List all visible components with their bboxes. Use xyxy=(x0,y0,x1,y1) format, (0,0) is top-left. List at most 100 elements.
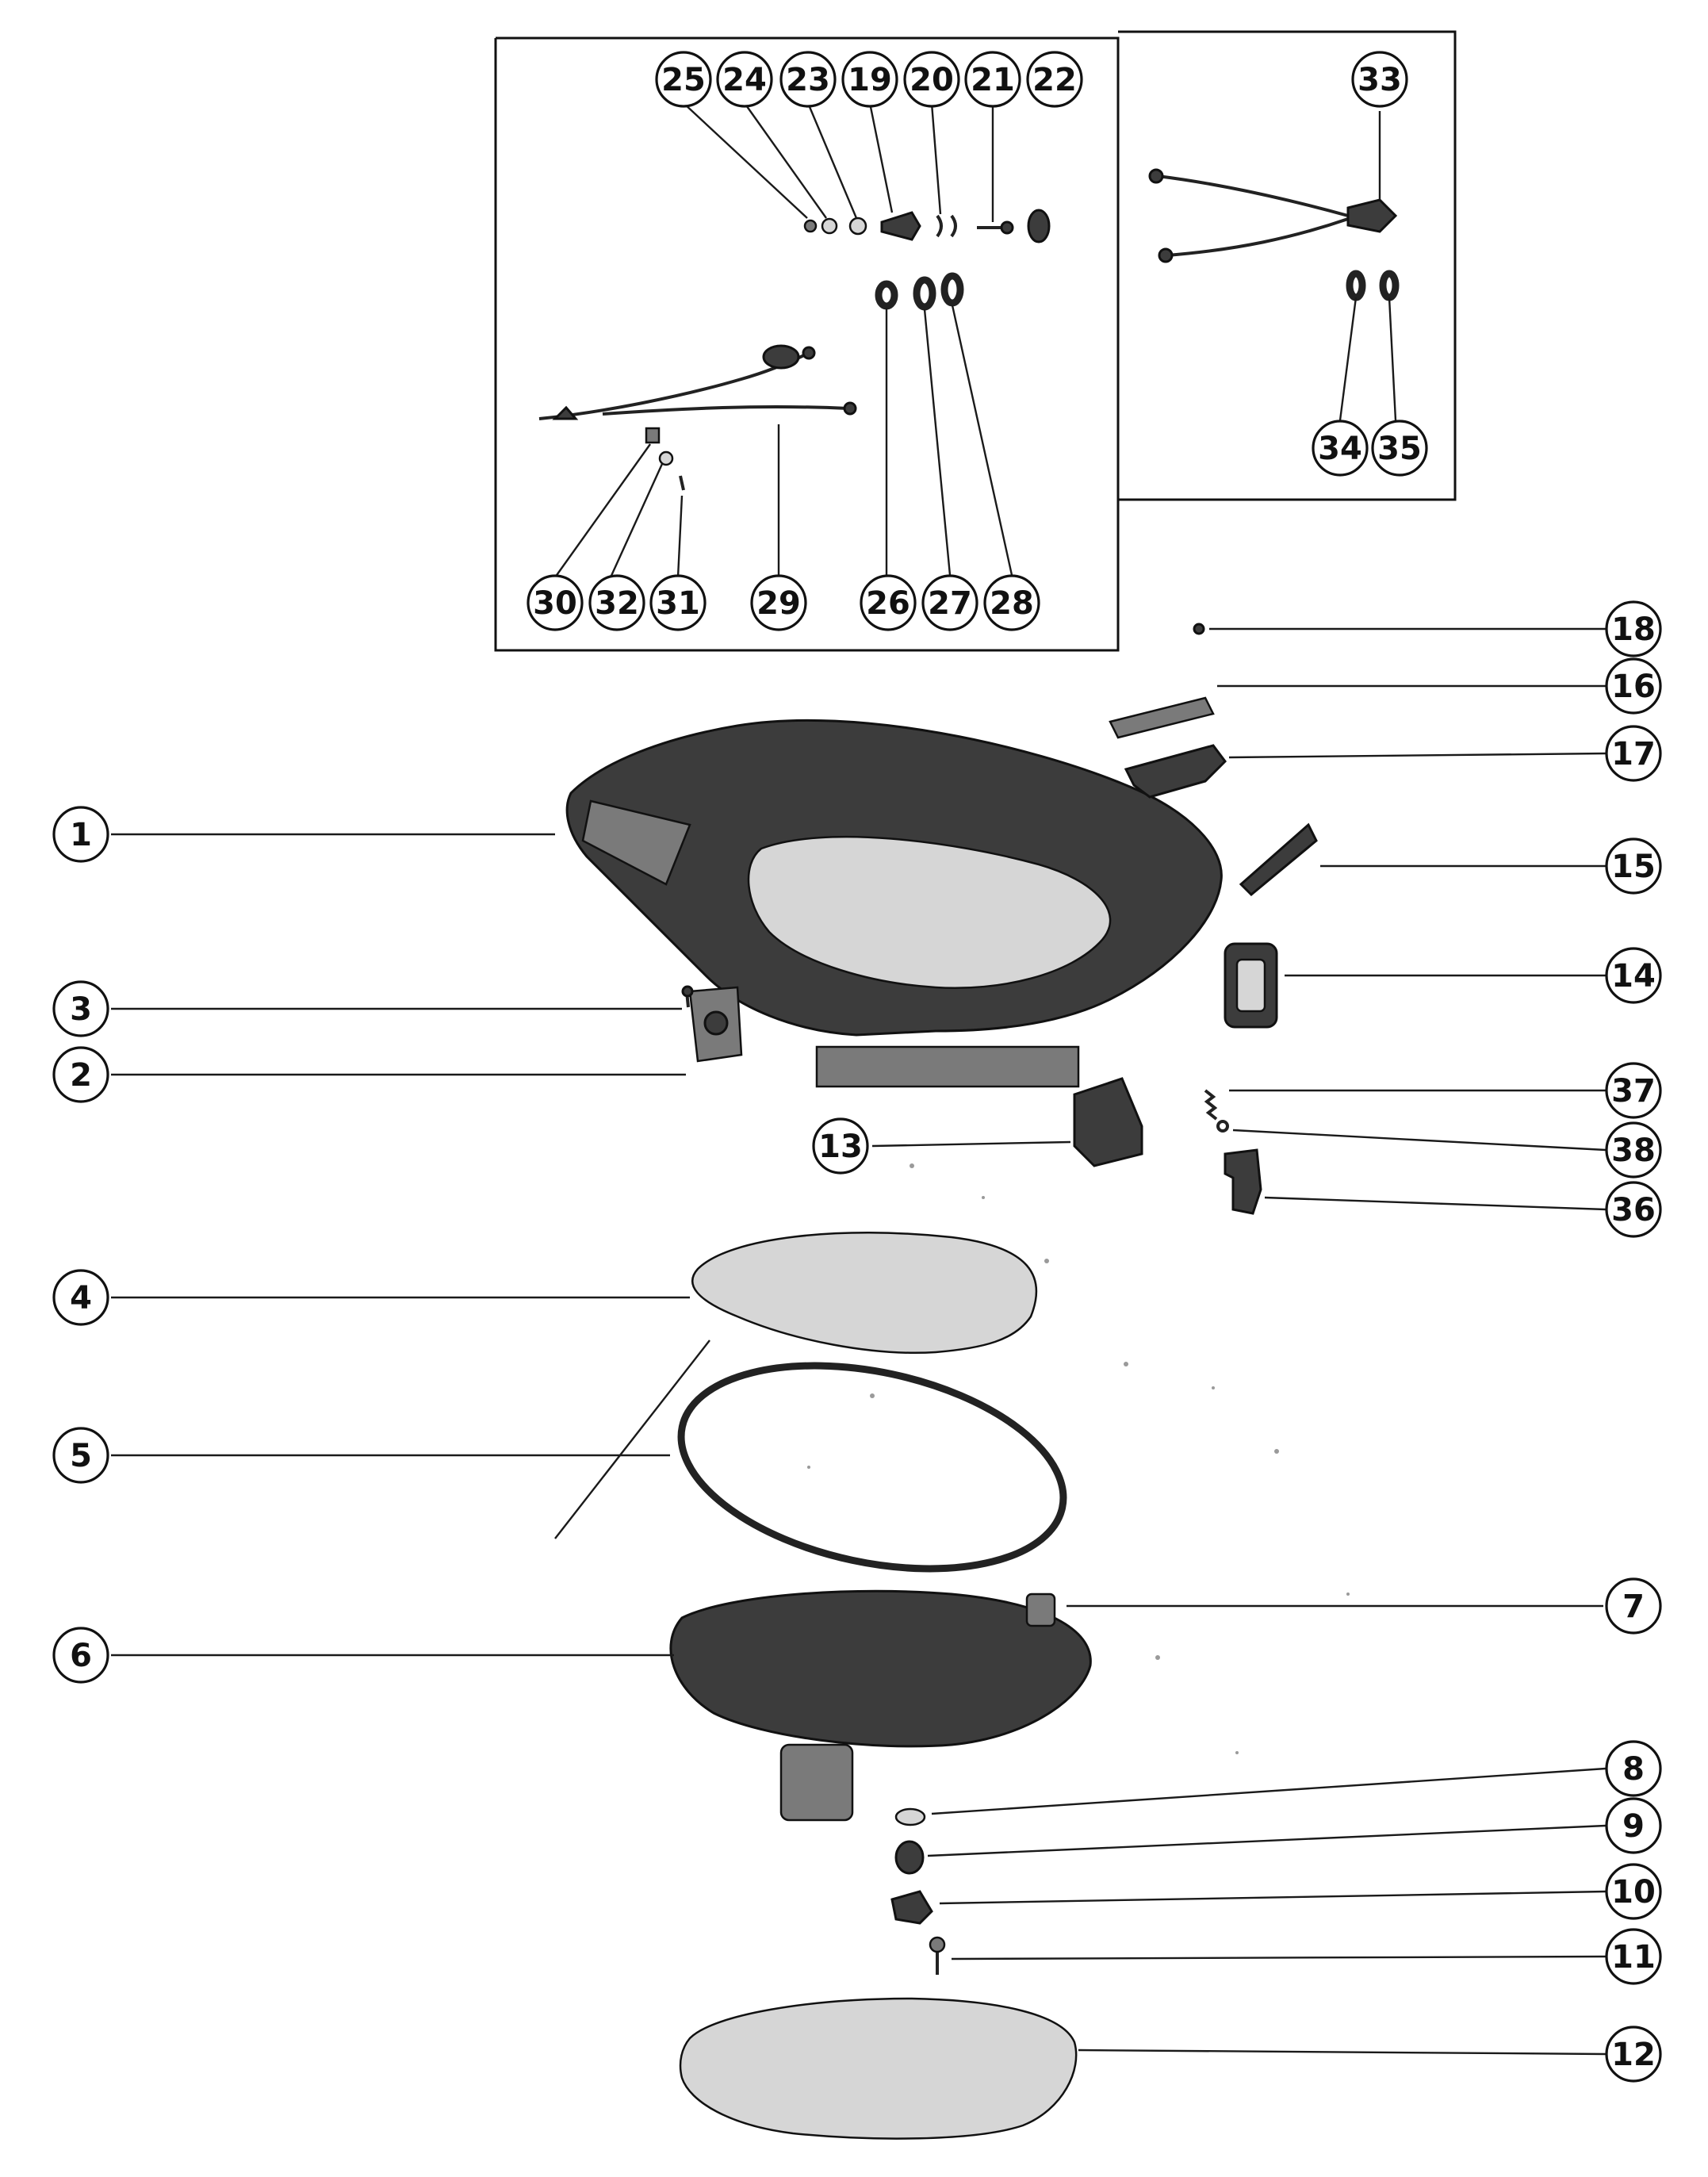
callout-10: 10 xyxy=(1605,1863,1662,1920)
callout-27-label: 27 xyxy=(928,585,972,622)
part-3-head xyxy=(681,985,694,998)
part-17 xyxy=(1124,744,1227,799)
part-21-head xyxy=(1000,220,1014,235)
part-29-clip xyxy=(552,405,579,420)
callout-19-label: 19 xyxy=(848,62,892,98)
part-16 xyxy=(1109,696,1215,739)
part-8 xyxy=(894,1807,926,1826)
callout-12-label: 12 xyxy=(1611,2037,1656,2073)
callout-31-label: 31 xyxy=(656,585,700,622)
callout-33-label: 33 xyxy=(1358,62,1402,98)
callout-26-label: 26 xyxy=(866,585,910,622)
callout-5-label: 5 xyxy=(70,1438,92,1474)
callout-15: 15 xyxy=(1605,837,1662,895)
callout-4: 4 xyxy=(52,1269,109,1326)
part-27 xyxy=(913,276,936,311)
callout-3-label: 3 xyxy=(70,991,92,1028)
callout-35-label: 35 xyxy=(1377,431,1422,467)
callout-31: 31 xyxy=(649,574,707,631)
part-4 xyxy=(691,1232,1038,1355)
part-6-tube xyxy=(779,1743,854,1822)
inset-box xyxy=(494,30,1457,652)
callout-28-label: 28 xyxy=(990,585,1034,622)
callout-25: 25 xyxy=(655,51,712,108)
part-12 xyxy=(679,1997,1078,2140)
part-29-terminal xyxy=(843,401,857,416)
callout-13: 13 xyxy=(812,1117,869,1175)
part-29-connector xyxy=(762,344,800,370)
callout-25-label: 25 xyxy=(661,62,706,98)
part-7 xyxy=(1025,1593,1056,1627)
callout-21-label: 21 xyxy=(971,62,1015,98)
part-33-end-b xyxy=(1158,247,1174,263)
callout-26: 26 xyxy=(860,574,917,631)
callout-27: 27 xyxy=(921,574,978,631)
part-35 xyxy=(1379,270,1400,301)
callout-38: 38 xyxy=(1605,1121,1662,1179)
callout-22-label: 22 xyxy=(1032,62,1077,98)
callout-13-label: 13 xyxy=(818,1129,863,1165)
part-13 xyxy=(1073,1077,1143,1167)
callout-30: 30 xyxy=(527,574,584,631)
callout-3: 3 xyxy=(52,980,109,1037)
part-29-branch xyxy=(602,404,849,416)
callout-6: 6 xyxy=(52,1627,109,1684)
part-32 xyxy=(658,450,674,466)
part-33-end-a xyxy=(1148,168,1164,184)
callout-32-label: 32 xyxy=(595,585,639,622)
callout-7: 7 xyxy=(1605,1577,1662,1635)
part-25 xyxy=(803,219,818,233)
callout-24-label: 24 xyxy=(722,62,767,98)
callout-11-label: 11 xyxy=(1611,1939,1656,1976)
part-33 xyxy=(1157,174,1349,217)
part-9 xyxy=(894,1840,925,1875)
callout-30-label: 30 xyxy=(533,585,577,622)
part-26 xyxy=(875,280,898,310)
callout-12: 12 xyxy=(1605,2026,1662,2083)
callout-38-label: 38 xyxy=(1611,1133,1656,1169)
callout-18: 18 xyxy=(1605,600,1662,657)
part-5 xyxy=(677,1362,1067,1573)
part-14-inner xyxy=(1235,958,1266,1013)
part-2-hole xyxy=(703,1010,729,1036)
part-29-end xyxy=(802,346,816,360)
callout-9-label: 9 xyxy=(1622,1808,1645,1845)
callout-16: 16 xyxy=(1605,657,1662,715)
callout-11: 11 xyxy=(1605,1928,1662,1985)
part-33-plug xyxy=(1346,198,1398,233)
part-31 xyxy=(679,475,685,491)
callout-19: 19 xyxy=(841,51,898,108)
callout-4-label: 4 xyxy=(70,1280,92,1317)
part-20 xyxy=(936,214,957,238)
part-19 xyxy=(880,211,921,241)
callout-24: 24 xyxy=(716,51,773,108)
callout-2: 2 xyxy=(52,1046,109,1103)
callout-28: 28 xyxy=(983,574,1040,631)
part-23 xyxy=(848,217,867,236)
part-11-head xyxy=(929,1936,946,1953)
callout-23-label: 23 xyxy=(786,62,830,98)
callout-23: 23 xyxy=(779,51,837,108)
callout-29-label: 29 xyxy=(756,585,801,622)
callout-37: 37 xyxy=(1605,1062,1662,1119)
callout-36-label: 36 xyxy=(1611,1192,1656,1228)
callout-17-label: 17 xyxy=(1611,736,1656,772)
part-10 xyxy=(890,1890,933,1925)
callout-1: 1 xyxy=(52,806,109,863)
leader-lines xyxy=(111,102,1607,2056)
part-18 xyxy=(1193,623,1205,635)
callout-33: 33 xyxy=(1351,51,1408,108)
callout-29: 29 xyxy=(750,574,807,631)
part-36 xyxy=(1224,1148,1262,1215)
callout-2-label: 2 xyxy=(70,1057,92,1094)
callout-5: 5 xyxy=(52,1427,109,1484)
callout-6-label: 6 xyxy=(70,1638,92,1674)
callout-34-label: 34 xyxy=(1318,431,1362,467)
part-28 xyxy=(940,272,964,307)
part-22 xyxy=(1027,209,1051,243)
callout-20-label: 20 xyxy=(910,62,954,98)
callouts: 1 2 3 4 5 6 7 8 9 10 11 12 13 14 15 16 1… xyxy=(52,51,1662,2083)
part-1 xyxy=(565,719,1223,1088)
part-37 xyxy=(1204,1089,1218,1121)
